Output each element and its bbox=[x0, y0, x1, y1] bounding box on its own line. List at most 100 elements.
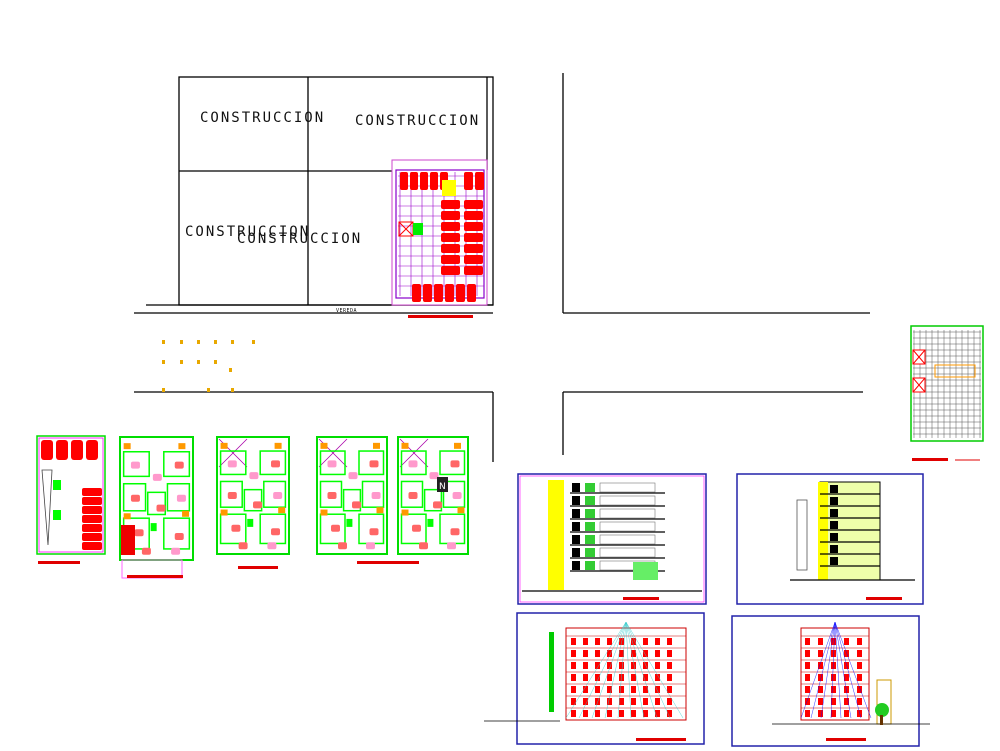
furniture bbox=[273, 491, 283, 499]
furniture bbox=[327, 491, 337, 499]
projection-line bbox=[810, 621, 836, 719]
adjacent-building bbox=[796, 499, 808, 571]
furniture bbox=[152, 473, 162, 481]
room bbox=[400, 480, 424, 508]
window bbox=[619, 662, 624, 669]
window bbox=[857, 698, 862, 705]
room bbox=[263, 480, 287, 508]
projection-line bbox=[834, 621, 842, 719]
room bbox=[358, 450, 385, 476]
window bbox=[655, 638, 660, 645]
window bbox=[619, 638, 624, 645]
building-elevation-b bbox=[731, 615, 930, 747]
window bbox=[571, 662, 576, 669]
window bbox=[631, 638, 636, 645]
furniture bbox=[366, 542, 375, 550]
window bbox=[571, 710, 576, 717]
window bbox=[655, 698, 660, 705]
window bbox=[607, 662, 612, 669]
window bbox=[583, 650, 588, 657]
roof-duct bbox=[934, 364, 976, 378]
window bbox=[831, 662, 836, 669]
window bbox=[831, 638, 836, 645]
car bbox=[56, 440, 68, 460]
window bbox=[583, 686, 588, 693]
window bbox=[831, 698, 836, 705]
site-plan bbox=[134, 73, 870, 462]
window bbox=[655, 662, 660, 669]
window bbox=[585, 522, 595, 531]
furniture bbox=[134, 529, 144, 537]
car bbox=[41, 440, 53, 460]
window bbox=[571, 698, 576, 705]
projection-line bbox=[591, 621, 627, 719]
window bbox=[844, 650, 849, 657]
window bbox=[667, 650, 672, 657]
window bbox=[585, 548, 595, 557]
window bbox=[643, 698, 648, 705]
window bbox=[595, 662, 600, 669]
projection-line bbox=[625, 621, 645, 719]
window bbox=[571, 650, 576, 657]
fixture bbox=[376, 507, 384, 514]
fixture bbox=[178, 443, 186, 450]
car bbox=[464, 172, 473, 190]
furniture bbox=[267, 542, 277, 550]
window bbox=[818, 698, 823, 705]
room bbox=[439, 450, 466, 476]
room bbox=[146, 491, 167, 516]
window bbox=[619, 686, 624, 693]
window bbox=[585, 561, 595, 570]
car bbox=[82, 524, 102, 532]
projection-line bbox=[830, 621, 836, 719]
window bbox=[857, 710, 862, 717]
window bbox=[831, 674, 836, 681]
window bbox=[857, 686, 862, 693]
lot-label-3: CONSTRUCCION bbox=[185, 224, 310, 240]
window bbox=[805, 686, 810, 693]
fixture bbox=[123, 513, 131, 520]
furniture bbox=[227, 491, 237, 499]
window bbox=[655, 650, 660, 657]
window bbox=[607, 686, 612, 693]
car bbox=[420, 172, 428, 190]
wall bbox=[830, 485, 838, 493]
car bbox=[412, 284, 421, 302]
furniture bbox=[130, 461, 140, 469]
north-arrow-icon bbox=[437, 477, 448, 492]
furniture bbox=[369, 528, 379, 536]
room bbox=[219, 480, 243, 508]
room bbox=[599, 495, 656, 506]
wall bbox=[572, 496, 580, 505]
north-arrow-glyph: N bbox=[439, 482, 446, 492]
car bbox=[464, 211, 483, 220]
building-section-b bbox=[736, 473, 924, 605]
window bbox=[805, 638, 810, 645]
room bbox=[442, 480, 466, 508]
car bbox=[445, 284, 454, 302]
building-section-a bbox=[517, 473, 707, 605]
downpipe bbox=[549, 632, 554, 712]
floor-plan-first-floor bbox=[119, 436, 194, 579]
furniture bbox=[408, 460, 418, 468]
car bbox=[82, 542, 102, 550]
floor-plan-typical-a bbox=[216, 436, 290, 569]
projection-line bbox=[834, 621, 862, 719]
room bbox=[599, 508, 656, 519]
window bbox=[585, 496, 595, 505]
room bbox=[122, 482, 147, 512]
window bbox=[667, 686, 672, 693]
site-elevator bbox=[413, 223, 423, 235]
building-elevation-a bbox=[484, 612, 705, 745]
window bbox=[805, 650, 810, 657]
window bbox=[631, 662, 636, 669]
furniture bbox=[419, 542, 428, 550]
street-mark bbox=[162, 360, 165, 364]
furniture bbox=[338, 542, 347, 550]
furniture bbox=[249, 472, 259, 480]
window bbox=[595, 638, 600, 645]
car bbox=[464, 255, 483, 264]
projection-line bbox=[625, 621, 658, 719]
furniture bbox=[156, 504, 166, 512]
window bbox=[583, 710, 588, 717]
